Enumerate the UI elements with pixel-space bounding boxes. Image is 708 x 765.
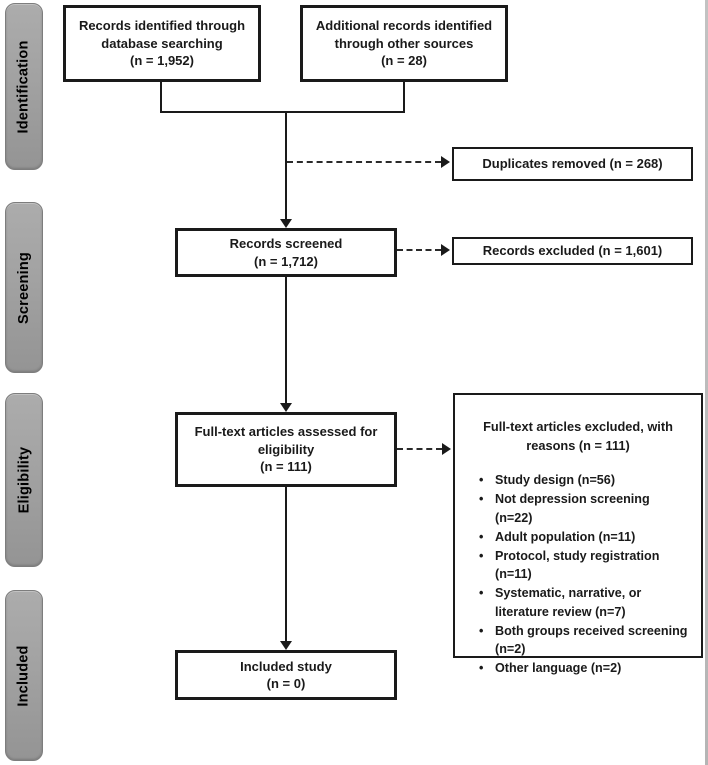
arrow-right-icon xyxy=(441,244,450,256)
stage-label-included: Included xyxy=(16,644,32,707)
arrow-down-icon xyxy=(280,641,292,650)
connector-database-stub xyxy=(160,82,162,113)
exclusion-reason-item: Both groups received screening (n=2) xyxy=(475,622,689,659)
box-text-line: Additional records identified xyxy=(315,18,493,34)
connector-screened-to-fulltext xyxy=(285,277,287,404)
arrow-down-icon xyxy=(280,219,292,228)
box-text-line: database searching xyxy=(101,35,223,51)
box-text-line: Records screened xyxy=(229,236,343,251)
reasons-title-line: reasons (n = 111) xyxy=(526,438,630,453)
box-text-line: Records excluded (n = 1,601) xyxy=(482,243,663,259)
stage-label-screening: Screening xyxy=(16,251,33,324)
box-fulltext-assessed: Full-text articles assessed for eligibil… xyxy=(175,412,397,487)
stage-tab-eligibility: Eligibility xyxy=(5,393,43,567)
box-fulltext-excluded-reasons: Full-text articles excluded, with reason… xyxy=(453,393,703,677)
stage-tab-screening: Screening xyxy=(5,202,43,373)
arrow-right-icon xyxy=(441,156,450,168)
connector-dashed-reasons xyxy=(397,448,442,450)
box-text-line: eligibility xyxy=(257,441,315,457)
box-text-line: (n = 1,952) xyxy=(130,53,194,69)
arrow-down-icon xyxy=(280,403,292,412)
arrow-right-icon xyxy=(442,443,451,455)
box-text-line: (n = 1,712) xyxy=(254,253,318,269)
box-records-identified-database: Records identified through database sear… xyxy=(63,5,261,82)
connector-dashed-excluded xyxy=(397,249,441,251)
exclusion-reason-item: Protocol, study registration (n=11) xyxy=(475,547,689,584)
box-text-line: (n = 0) xyxy=(266,676,306,691)
box-additional-records-other-sources: Additional records identified through ot… xyxy=(300,5,508,82)
stage-label-eligibility: Eligibility xyxy=(16,446,32,514)
box-text-line: Full-text articles assessed for xyxy=(194,424,378,440)
exclusion-reasons-list: Study design (n=56) Not depression scree… xyxy=(467,471,689,678)
box-records-screened: Records screened (n = 1,712) xyxy=(175,228,397,277)
connector-other-sources-stub xyxy=(403,82,405,113)
scan-edge-artifact xyxy=(705,0,708,765)
reasons-title-line: Full-text articles excluded, with xyxy=(483,419,673,434)
box-included-study: Included study (n = 0) xyxy=(175,650,397,700)
box-text-line: (n = 111) xyxy=(260,459,312,475)
box-text-line: (n = 28) xyxy=(381,53,427,69)
stage-tab-included: Included xyxy=(5,590,43,761)
connector-merge-horizontal xyxy=(160,111,405,113)
connector-fulltext-to-included xyxy=(285,487,287,642)
connector-merge-to-screened xyxy=(285,111,287,220)
exclusion-reason-item: Adult population (n=11) xyxy=(475,528,689,547)
box-text-line: Duplicates removed (n = 268) xyxy=(482,156,663,172)
box-text-line: Records identified through xyxy=(78,18,246,34)
exclusion-reason-item: Systematic, narrative, or literature rev… xyxy=(475,584,689,621)
exclusion-reason-item: Other language (n=2) xyxy=(475,659,689,678)
stage-label-identification: Identification xyxy=(16,39,32,134)
box-text-line: Included study xyxy=(240,658,332,674)
box-records-excluded: Records excluded (n = 1,601) xyxy=(452,237,693,265)
exclusion-reason-item: Study design (n=56) xyxy=(475,471,689,490)
connector-dashed-duplicates xyxy=(287,161,441,163)
box-text-line: through other sources xyxy=(334,35,474,51)
exclusion-reason-item: Not depression screening (n=22) xyxy=(475,490,689,527)
stage-tab-identification: Identification xyxy=(5,3,43,170)
box-duplicates-removed: Duplicates removed (n = 268) xyxy=(452,147,693,181)
